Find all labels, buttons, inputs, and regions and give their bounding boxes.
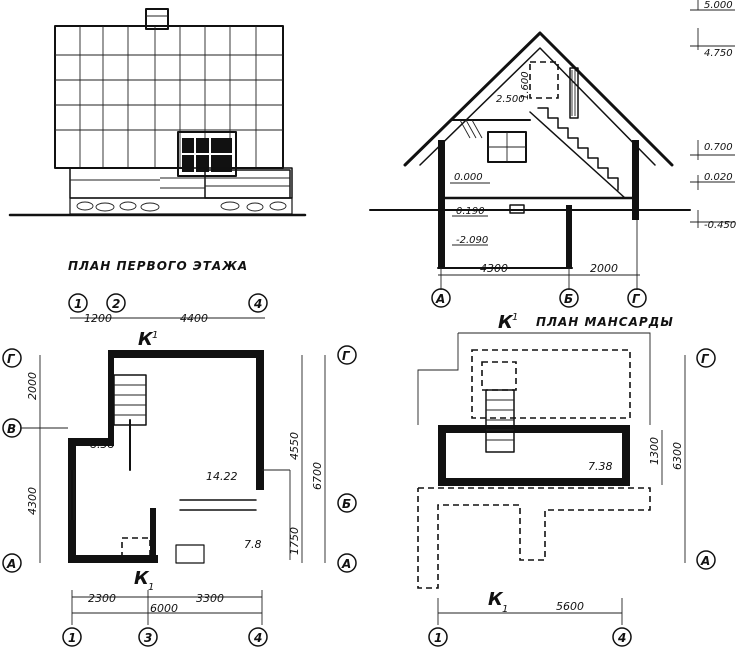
level-0000: 0.000 <box>454 172 483 183</box>
attic-stair <box>481 361 517 453</box>
ground-dim-1750: 1750 <box>288 527 301 555</box>
attic-dim-1300: 1300 <box>648 437 661 465</box>
level-0020: 0.020 <box>704 172 733 183</box>
ground-axis-bottom-1: 1 <box>68 631 76 645</box>
section-axis-a: А <box>435 292 445 306</box>
ground-dim-1200: 1200 <box>84 312 112 325</box>
ground-axis-right-b: Б <box>342 497 351 511</box>
attic-dim-6300: 6300 <box>671 442 684 470</box>
ground-axis-bottom-3: 3 <box>144 631 152 645</box>
attic-axis-bottom-1: 1 <box>434 631 442 645</box>
stone-foundation <box>76 201 287 212</box>
ground-stair <box>113 374 147 426</box>
section-num-bottom: 1 <box>148 582 154 593</box>
attic-section-num-bottom: 1 <box>502 604 508 615</box>
level-0190: 0.190 <box>456 206 485 217</box>
level-m0450: -0.450 <box>704 220 736 231</box>
level-1600: 1.600 <box>520 71 531 100</box>
section-num-top: 1 <box>152 330 158 341</box>
ground-axis-left-v: В <box>7 422 16 436</box>
building-section: 5.000 4.750 0.700 0.020 -0.450 0.000 0.1… <box>369 0 736 308</box>
attic-axis-a: А <box>700 554 710 568</box>
section-dim-2000: 2000 <box>590 262 618 275</box>
attic-axis-bottom-4: 4 <box>617 631 626 645</box>
attic-section-num: 1 <box>512 312 518 323</box>
ground-dim-4550: 4550 <box>288 432 301 460</box>
ground-dim-2300: 2300 <box>88 592 116 605</box>
ground-floor-plan: ПЛАН ПЕРВОГО ЭТАЖА К 1 К 1 1200 4400 1 2… <box>2 259 357 647</box>
room-area-1422: 14.22 <box>206 470 238 483</box>
ground-dim-4300: 4300 <box>26 487 39 515</box>
roof-grid <box>55 26 283 168</box>
attic-plan-title: ПЛАН МАНСАРДЫ <box>536 315 674 329</box>
level-m2090: -2.090 <box>456 235 488 246</box>
ground-dim-4400: 4400 <box>180 312 208 325</box>
level-5000: 5.000 <box>704 0 733 11</box>
room-area-78: 7.8 <box>244 538 262 551</box>
level-0700: 0.700 <box>704 142 733 153</box>
ground-dim-2000: 2000 <box>26 372 39 400</box>
room-area-838: 8.38 <box>90 438 115 451</box>
ground-axis-top-4: 4 <box>253 297 262 311</box>
ground-dim-6000: 6000 <box>150 602 178 615</box>
attic-axis-g: Г <box>701 352 710 366</box>
ground-axis-right-a: А <box>341 557 351 571</box>
ground-axis-top-1: 1 <box>74 297 82 311</box>
level-4750: 4.750 <box>704 48 733 59</box>
ground-axis-left-g: Г <box>7 352 16 366</box>
section-axis-g: Г <box>632 292 641 306</box>
ground-dim-6700: 6700 <box>311 462 324 490</box>
ground-dim-3300: 3300 <box>196 592 224 605</box>
level-marks: 5.000 4.750 0.700 0.020 -0.450 <box>690 0 736 231</box>
ground-axis-top-2: 2 <box>112 297 120 311</box>
ground-plan-title: ПЛАН ПЕРВОГО ЭТАЖА <box>68 259 248 273</box>
attic-section-mark-bottom: К <box>488 589 504 610</box>
ground-axis-bottom-4: 4 <box>253 631 262 645</box>
attic-floor-plan: К 1 ПЛАН МАНСАРДЫ 7.38 1300 6300 Г <box>417 312 716 647</box>
front-elevation <box>8 8 307 217</box>
attic-section-mark: К <box>498 312 514 333</box>
section-axis-b: Б <box>564 292 573 306</box>
section-dim-4300: 4300 <box>480 262 508 275</box>
attic-dim-5600: 5600 <box>556 600 584 613</box>
ground-axis-left-a: А <box>6 557 16 571</box>
section-mark-bottom: К <box>134 568 150 589</box>
ground-axis-right-g: Г <box>342 349 351 363</box>
level-2500: 2.500 <box>496 94 525 105</box>
section-mark-top: К <box>138 329 154 350</box>
attic-room-area: 7.38 <box>588 460 613 473</box>
